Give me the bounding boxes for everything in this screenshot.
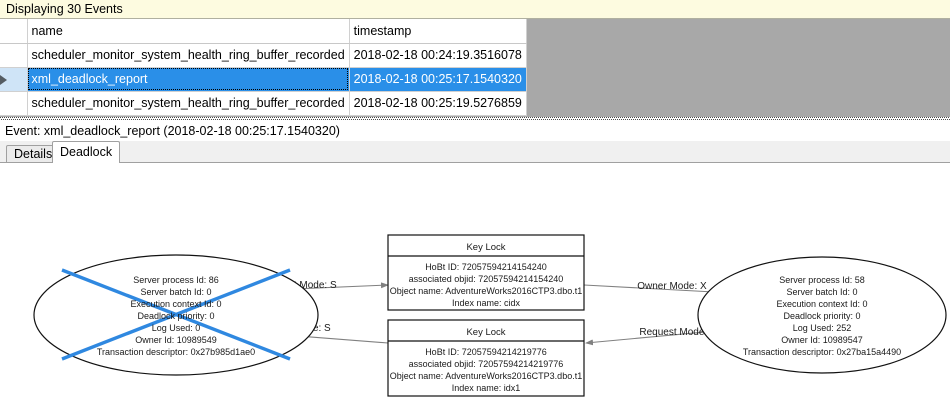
left-process-line-5: Owner Id: 10989549 — [135, 335, 217, 345]
events-banner: Displaying 30 Events — [0, 0, 950, 19]
bottom-key-lock-line-2: Object name: AdventureWorks2016CTP3.dbo.… — [390, 371, 582, 381]
row-selector-cell[interactable] — [0, 91, 28, 116]
top-key-lock-line-2: Object name: AdventureWorks2016CTP3.dbo.… — [390, 286, 582, 296]
table-row[interactable]: scheduler_monitor_system_health_ring_buf… — [0, 43, 527, 68]
column-header-timestamp[interactable]: timestamp — [349, 19, 527, 44]
bottom-key-lock-line-3: Index name: idx1 — [452, 383, 521, 393]
top-key-lock-line-1: associated objid: 72057594214154240 — [409, 274, 564, 284]
edge-right-request-label: Request Mode: X — [639, 327, 717, 338]
table-row-selected[interactable]: xml_deadlock_report 2018-02-18 00:25:17.… — [0, 67, 527, 92]
right-process-line-5: Owner Id: 10989547 — [781, 335, 863, 345]
process-node-left-process[interactable]: Server process Id: 86 Server batch Id: 0… — [33, 254, 319, 376]
events-banner-label: Displaying 30 Events — [6, 2, 123, 16]
cell-timestamp[interactable]: 2018-02-18 00:25:17.1540320 — [349, 67, 527, 92]
column-header-name[interactable]: name — [27, 19, 350, 44]
events-grid[interactable]: name timestamp scheduler_monitor_system_… — [0, 19, 950, 117]
right-process-line-3: Deadlock priority: 0 — [783, 311, 860, 321]
tab-strip: Details Deadlock — [0, 141, 950, 163]
bottom-key-lock-title: Key Lock — [466, 327, 505, 338]
resource-box[interactable] — [387, 319, 585, 397]
left-process-line-1: Server batch Id: 0 — [140, 287, 211, 297]
left-process-line-2: Execution context Id: 0 — [130, 299, 221, 309]
events-table: name timestamp scheduler_monitor_system_… — [0, 19, 527, 116]
horizontal-splitter[interactable] — [0, 116, 950, 121]
row-selector-cell[interactable] — [0, 43, 28, 68]
edge-right-owner-label: Owner Mode: X — [637, 281, 707, 292]
tab-details[interactable]: Details — [6, 145, 62, 163]
top-key-lock-title: Key Lock — [466, 242, 505, 253]
top-key-lock-line-0: HoBt ID: 72057594214154240 — [425, 262, 547, 272]
top-key-lock-line-3: Index name: cidx — [452, 298, 521, 308]
resource-box[interactable] — [387, 234, 585, 311]
right-process-line-6: Transaction descriptor: 0x27ba15a4490 — [743, 347, 901, 357]
cell-name[interactable]: scheduler_monitor_system_health_ring_buf… — [27, 43, 350, 68]
right-process-line-1: Server batch Id: 0 — [786, 287, 857, 297]
resource-node-top-key-lock[interactable]: Key Lock HoBt ID: 72057594214154240 asso… — [387, 234, 585, 311]
cell-timestamp[interactable]: 2018-02-18 00:24:19.3516078 — [349, 43, 527, 68]
tab-deadlock[interactable]: Deadlock — [52, 141, 120, 163]
left-process-line-3: Deadlock priority: 0 — [137, 311, 214, 321]
cell-name[interactable]: xml_deadlock_report — [27, 67, 350, 92]
cell-name[interactable]: scheduler_monitor_system_health_ring_buf… — [27, 91, 350, 116]
event-detail-title: Event: xml_deadlock_report (2018-02-18 0… — [5, 124, 340, 138]
resource-node-bottom-key-lock[interactable]: Key Lock HoBt ID: 72057594214219776 asso… — [387, 319, 585, 397]
column-header-selector[interactable] — [0, 19, 28, 44]
deadlock-graph: Request Mode: S Owner Mode: S Owner Mode… — [33, 234, 947, 397]
row-arrow-icon — [0, 74, 7, 85]
cell-timestamp[interactable]: 2018-02-18 00:25:19.5276859 — [349, 91, 527, 116]
table-header-row: name timestamp — [0, 19, 527, 44]
bottom-key-lock-line-0: HoBt ID: 72057594214219776 — [425, 347, 547, 357]
process-node-right-process[interactable]: Server process Id: 58 Server batch Id: 0… — [697, 256, 947, 374]
right-process-line-4: Log Used: 252 — [793, 323, 852, 333]
event-detail-header: Event: xml_deadlock_report (2018-02-18 0… — [0, 121, 950, 141]
process-ellipse[interactable] — [697, 256, 947, 374]
left-process-line-4: Log Used: 0 — [152, 323, 201, 333]
deadlock-graph-canvas[interactable]: Request Mode: S Owner Mode: S Owner Mode… — [0, 162, 950, 400]
table-row[interactable]: scheduler_monitor_system_health_ring_buf… — [0, 91, 527, 116]
left-process-line-6: Transaction descriptor: 0x27b985d1ae0 — [97, 347, 255, 357]
left-process-line-0: Server process Id: 86 — [133, 275, 219, 285]
victim-x-icon — [61, 268, 291, 361]
bottom-key-lock-line-1: associated objid: 72057594214219776 — [409, 359, 564, 369]
row-selector-cell[interactable] — [0, 67, 28, 92]
right-process-line-2: Execution context Id: 0 — [776, 299, 867, 309]
right-process-line-0: Server process Id: 58 — [779, 275, 865, 285]
